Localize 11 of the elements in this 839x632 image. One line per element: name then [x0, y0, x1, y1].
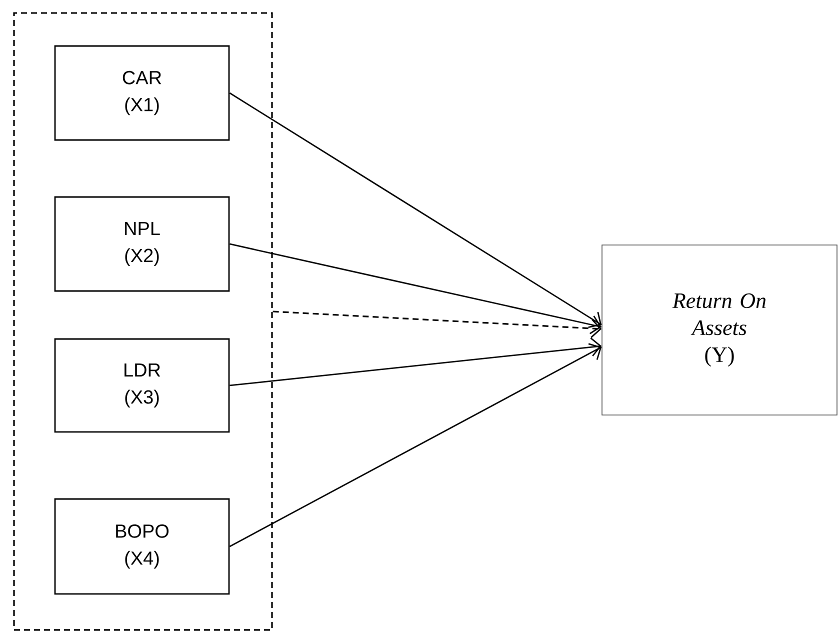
dashed-group-box: [13, 12, 273, 631]
arrow: [230, 243, 602, 334]
arrow: [229, 92, 602, 328]
variable-box: NPL (X2): [54, 196, 230, 292]
variable-box: BOPO (X4): [54, 498, 230, 595]
arrow: [272, 310, 602, 338]
arrow: [229, 343, 602, 548]
variable-box: LDR (X3): [54, 338, 230, 433]
outcome-box: Return On Assets (Y): [602, 244, 838, 416]
arrow: [230, 338, 602, 386]
variable-box: CAR (X1): [54, 45, 230, 141]
